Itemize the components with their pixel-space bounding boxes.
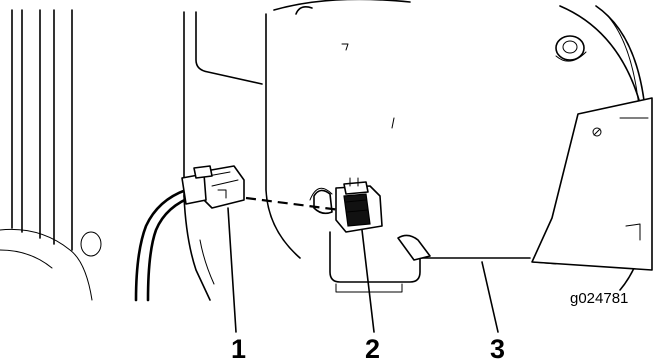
machine-frame-left xyxy=(0,10,262,300)
callout-2: 2 xyxy=(365,334,380,362)
callout-1: 1 xyxy=(231,334,246,362)
bracket-plate xyxy=(532,98,652,270)
harness-connector xyxy=(182,166,244,208)
component-connector xyxy=(336,178,382,232)
callout-3: 3 xyxy=(490,334,505,362)
leader-line-1 xyxy=(228,208,236,332)
leader-line-2 xyxy=(362,230,374,332)
leader-line-3 xyxy=(482,262,498,332)
figure-id: g024781 xyxy=(570,290,628,307)
